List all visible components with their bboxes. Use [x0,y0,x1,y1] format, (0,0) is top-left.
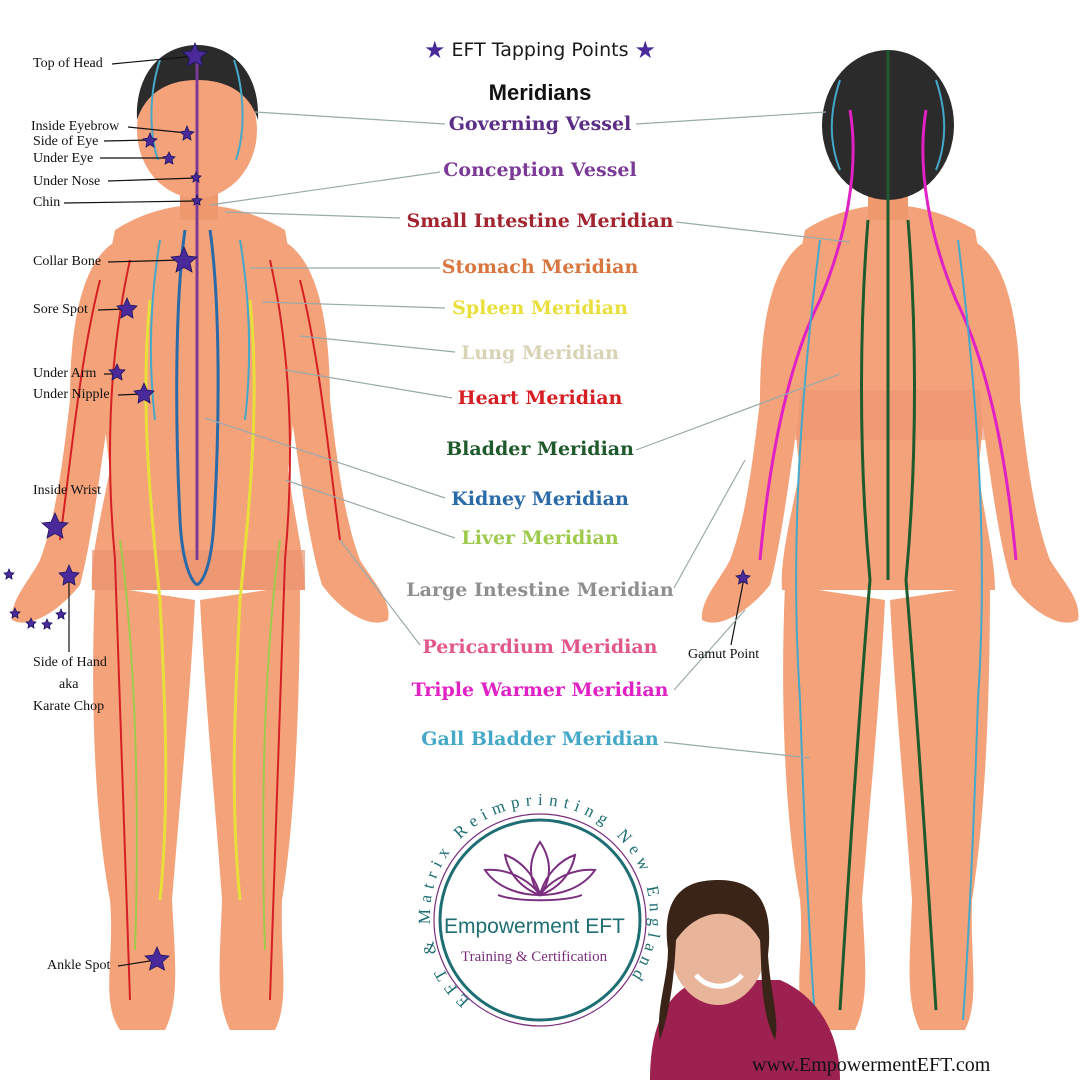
meridian-label-large-intestine: Large Intestine Meridian [406,579,674,601]
meridian-label-conception-vessel: Conception Vessel [443,159,637,181]
page-title: ★ EFT Tapping Points ★ [0,36,1080,64]
founder-photo [650,880,840,1080]
website-url: www.EmpowermentEFT.com [752,1054,991,1076]
meridian-label-heart: Heart Meridian [457,387,623,409]
star-gamut-point [735,568,751,585]
point-label-side-of-eye: Side of Eye [33,134,99,149]
star-icon: ★ [634,36,657,64]
point-label-ankle-spot: Ankle Spot [47,958,111,973]
point-label-collar-bone: Collar Bone [33,254,102,269]
point-label-side-of-hand: Side of Hand [33,655,107,670]
point-label-under-nose: Under Nose [33,174,101,189]
lotus-icon [483,840,597,902]
meridian-label-bladder: Bladder Meridian [446,438,634,460]
star-top-of-head [182,42,208,67]
point-label-gamut-point: Gamut Point [688,647,760,662]
point-label-under-eye: Under Eye [33,151,94,166]
meridian-label-governing-vessel: Governing Vessel [448,113,632,135]
page-title-text: EFT Tapping Points [451,39,629,61]
point-label-inside-wrist: Inside Wrist [33,483,102,498]
meridian-label-gall-bladder: Gall Bladder Meridian [421,728,659,750]
meridian-label-lung: Lung Meridian [461,342,619,364]
meridian-label-pericardium: Pericardium Meridian [422,636,658,658]
logo-name: Empowerment EFT [444,915,625,938]
meridian-label-liver: Liver Meridian [461,527,619,549]
meridian-leaders [204,111,851,759]
star-collar-bone [170,246,198,273]
star-finger-3 [25,616,37,629]
star-inside-eyebrow [179,124,195,141]
star-ankle-spot [144,946,170,971]
star-side-of-hand [58,563,80,586]
star-finger-1 [3,567,15,580]
point-label-aka: aka [59,677,79,692]
point-label-sore-spot: Sore Spot [33,302,88,317]
point-label-karate-chop: Karate Chop [33,699,105,714]
point-label-inside-eyebrow: Inside Eyebrow [31,119,120,134]
back-body [701,50,1079,1030]
point-label-top-of-head: Top of Head [33,56,103,71]
star-side-of-eye [142,131,158,148]
meridian-label-kidney: Kidney Meridian [451,488,629,510]
star-inside-wrist [41,512,69,539]
star-sore-spot [116,296,138,319]
meridian-label-stomach: Stomach Meridian [441,256,639,278]
tapping-point-stars [3,42,751,971]
meridian-label-triple-warmer: Triple Warmer Meridian [411,679,669,701]
page-subtitle: Meridians [488,80,592,105]
star-under-arm [108,363,126,381]
star-chin [191,193,203,206]
star-finger-4 [41,617,53,630]
point-label-under-nipple: Under Nipple [33,387,110,402]
meridian-label-spleen: Spleen Meridian [452,297,628,319]
meridian-label-small-intestine: Small Intestine Meridian [406,210,674,232]
star-under-nipple [133,381,155,404]
star-under-nose [190,170,202,183]
star-icon: ★ [423,36,446,64]
logo-tagline: Training & Certification [461,949,608,965]
star-finger-2 [9,606,21,619]
point-label-under-arm: Under Arm [33,366,97,381]
star-under-eye [162,151,176,165]
star-finger-5 [55,607,67,620]
tapping-point-leaders [63,55,745,967]
point-label-chin: Chin [33,195,61,210]
front-body [11,45,389,1030]
logo-emblem [433,813,647,1027]
